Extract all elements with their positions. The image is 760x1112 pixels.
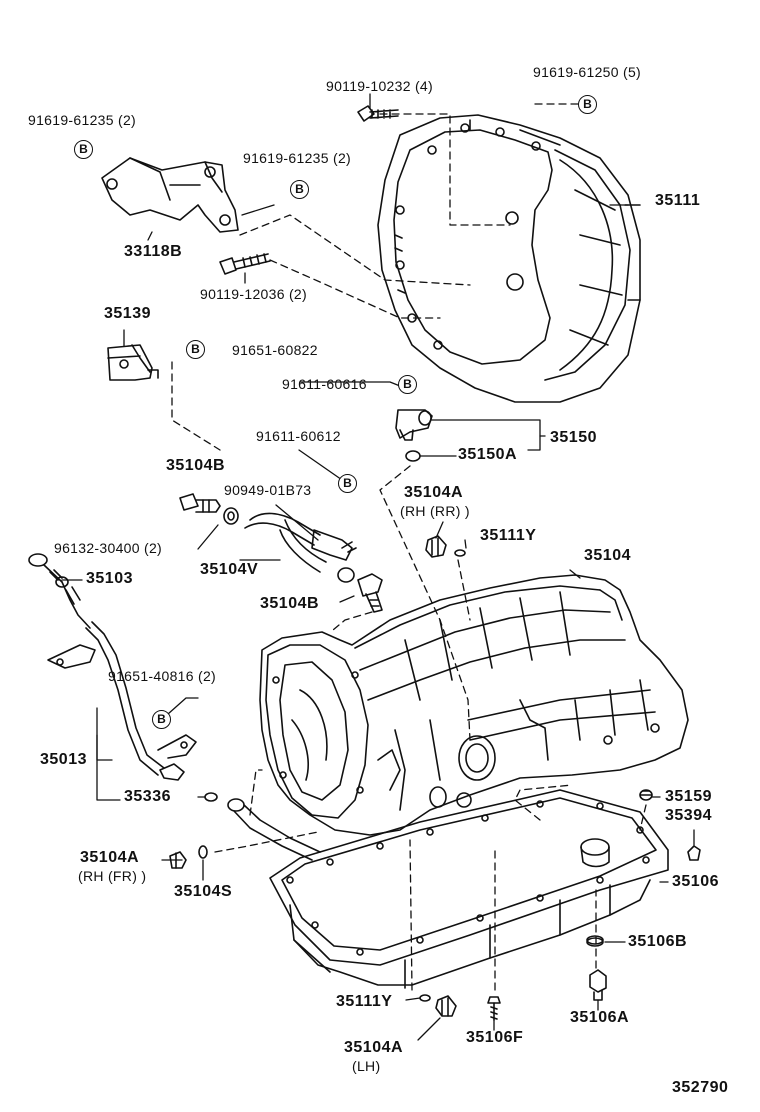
- label-91611-60612: 91611-60612: [256, 428, 341, 444]
- label-35159: 35159: [665, 788, 712, 805]
- plug-35106A: [589, 969, 607, 1001]
- plug-35104B-lower: [357, 573, 383, 613]
- plug-35104A-lh: [435, 995, 457, 1017]
- bracket-33118B: [101, 157, 239, 233]
- label-35104B-upper: 35104B: [166, 457, 226, 474]
- label-35106B: 35106B: [628, 933, 688, 950]
- b-mark-badge: B: [186, 340, 205, 359]
- label-91619-61235-center: 91619-61235 (2): [243, 150, 352, 166]
- plug-35159: [639, 789, 653, 801]
- plug-35104B-upper: [179, 493, 221, 513]
- oil-pipe: [227, 798, 321, 861]
- label-35104A-rr: 35104A: [404, 484, 464, 501]
- bolt-90119-12036: [219, 253, 271, 275]
- oil-pan: [269, 789, 669, 989]
- label-35150: 35150: [550, 429, 597, 446]
- converter-housing: [377, 114, 641, 403]
- label-91619-61235-left: 91619-61235 (2): [28, 112, 137, 128]
- gasket-35394: [687, 845, 701, 861]
- label-35106F: 35106F: [466, 1029, 524, 1046]
- b-mark-badge: B: [398, 375, 417, 394]
- label-35104A-fr: 35104A: [80, 849, 140, 866]
- label-35104S: 35104S: [174, 883, 233, 900]
- plug-35104A-rr: [425, 535, 447, 558]
- label-35111Y-low: 35111Y: [336, 993, 393, 1010]
- ring-35104S: [198, 845, 208, 859]
- label-96132-30400: 96132-30400 (2): [54, 540, 163, 556]
- label-35104A-fr-note: (RH (FR) ): [78, 868, 147, 884]
- leader-lines: [61, 93, 695, 1041]
- ring-35111Y-low: [419, 994, 431, 1002]
- label-35106: 35106: [672, 873, 719, 890]
- clamp-35139: [107, 344, 159, 381]
- union-35150: [395, 409, 433, 441]
- label-35104V: 35104V: [200, 561, 259, 578]
- bolt-35106F: [487, 996, 501, 1021]
- oil-level-gauge: [28, 553, 91, 629]
- label-35111: 35111: [655, 192, 701, 209]
- label-91611-60616: 91611-60616: [282, 376, 367, 392]
- label-35103: 35103: [86, 570, 133, 587]
- label-35013: 35013: [40, 751, 87, 768]
- label-35104A-lh-note: (LH): [352, 1058, 381, 1074]
- label-91651-60822: 91651-60822: [232, 342, 318, 358]
- label-35111Y-top: 35111Y: [480, 527, 537, 544]
- label-35150A: 35150A: [458, 446, 518, 463]
- label-35139: 35139: [104, 305, 151, 322]
- diagram-id: 352790: [672, 1079, 729, 1096]
- label-90119-10232: 90119-10232 (4): [326, 78, 433, 94]
- hose-35104V: [244, 512, 357, 583]
- b-mark-badge: B: [338, 474, 357, 493]
- label-35104A-lh: 35104A: [344, 1039, 404, 1056]
- ring-35111Y-top: [454, 549, 466, 557]
- b-mark-badge: B: [578, 95, 597, 114]
- hose-clamp: [223, 507, 239, 525]
- b-mark-badge: B: [152, 710, 171, 729]
- label-35106A: 35106A: [570, 1009, 630, 1026]
- bolt-90119-10232: [357, 105, 399, 122]
- dashed-lines: [171, 103, 647, 991]
- label-35104: 35104: [584, 547, 631, 564]
- b-mark-badge: B: [290, 180, 309, 199]
- label-90119-12036: 90119-12036 (2): [200, 286, 307, 302]
- label-33118B: 33118B: [124, 243, 183, 260]
- label-35104B-lower: 35104B: [260, 595, 320, 612]
- filler-tube: [47, 621, 197, 781]
- label-91619-61250: 91619-61250 (5): [533, 64, 642, 80]
- ring-35336: [204, 792, 218, 802]
- label-35336: 35336: [124, 788, 171, 805]
- label-91651-40816: 91651-40816 (2): [108, 668, 217, 684]
- label-35394: 35394: [665, 807, 712, 824]
- gasket-35106B: [586, 935, 604, 947]
- label-90949-01B73: 90949-01B73: [224, 482, 312, 498]
- transmission-case: [259, 574, 689, 836]
- gasket-35150A: [405, 450, 421, 462]
- label-35104A-rr-note: (RH (RR) ): [400, 503, 470, 519]
- b-mark-badge: B: [74, 140, 93, 159]
